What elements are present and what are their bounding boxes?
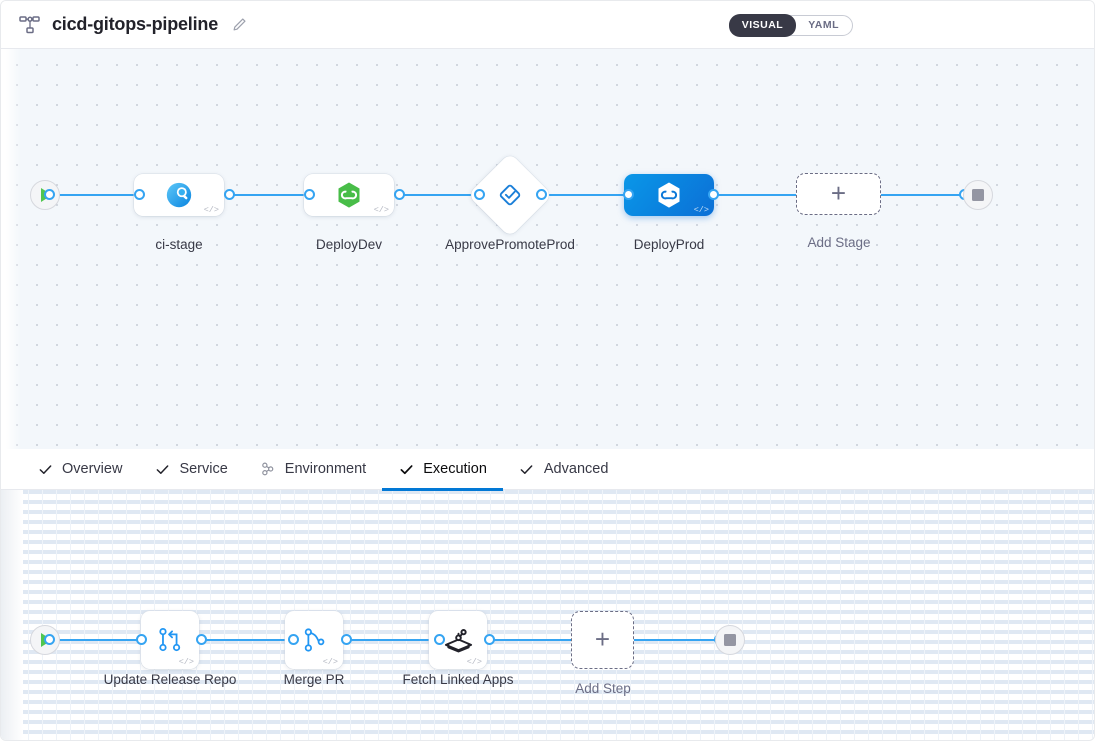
port-approve-in[interactable] <box>474 189 485 200</box>
pipeline-end-node[interactable] <box>963 180 993 210</box>
port-approve-out[interactable] <box>536 189 547 200</box>
stage-canvas[interactable]: </> ci-stage </> DeployDev ApprovePromot… <box>1 49 1095 449</box>
port-update-in[interactable] <box>136 634 147 645</box>
add-step-button[interactable]: + <box>571 611 634 669</box>
edge-ci-to-deploydev <box>229 194 309 196</box>
harness-hex-icon <box>654 180 684 210</box>
tab-service[interactable]: Service <box>138 449 243 490</box>
stage-label-deployprod: DeployProd <box>599 235 739 255</box>
port-fetch-out[interactable] <box>484 634 495 645</box>
port-update-out[interactable] <box>196 634 207 645</box>
port-ci-in[interactable] <box>134 189 145 200</box>
add-stage-button[interactable]: + <box>796 173 881 215</box>
ci-build-icon <box>164 180 194 210</box>
port-mergepr-in[interactable] <box>288 634 299 645</box>
plus-icon: + <box>831 180 846 206</box>
code-badge: </> <box>374 206 389 215</box>
stage-node-deploydev[interactable]: </> <box>304 174 394 216</box>
edge-approve-to-deployprod <box>541 194 633 196</box>
tab-overview[interactable]: Overview <box>21 449 138 490</box>
harness-hex-icon <box>334 180 364 210</box>
step-node-update-release-repo[interactable]: </> <box>141 611 199 669</box>
code-badge: </> <box>323 658 338 667</box>
page-title: cicd-gitops-pipeline <box>52 14 218 35</box>
port-ci-out[interactable] <box>224 189 235 200</box>
stage-label-approvepromoteprod: ApprovePromoteProd <box>444 235 576 255</box>
execution-end-node[interactable] <box>715 625 745 655</box>
stage-label-deploydev: DeployDev <box>279 235 419 255</box>
tab-advanced[interactable]: Advanced <box>503 449 625 490</box>
execution-canvas[interactable]: </> Update Release Repo </> Merge PR <box>1 490 1095 741</box>
git-branch-icon <box>155 625 185 655</box>
code-badge: </> <box>204 206 219 215</box>
pipeline-header: cicd-gitops-pipeline VISUAL YAML <box>1 1 1094 49</box>
tab-label: Advanced <box>544 461 609 477</box>
view-mode-toggle[interactable]: VISUAL YAML <box>729 15 853 36</box>
check-icon <box>519 461 535 477</box>
code-badge: </> <box>179 658 194 667</box>
edge-fetch-to-addstep <box>489 639 574 641</box>
edge-update-to-mergepr <box>201 639 293 641</box>
toggle-yaml[interactable]: YAML <box>795 15 852 36</box>
edge-start-to-update <box>49 639 141 641</box>
stop-icon <box>724 634 736 646</box>
stage-node-ci-stage[interactable]: </> <box>134 174 224 216</box>
step-label-update-release-repo: Update Release Repo <box>99 670 241 690</box>
port-start-out[interactable] <box>44 189 55 200</box>
check-icon <box>154 461 170 477</box>
port-fetch-in[interactable] <box>434 634 445 645</box>
add-stage-label: Add Stage <box>776 233 902 253</box>
pencil-edit-icon[interactable] <box>230 16 248 34</box>
edge-mergepr-to-fetch <box>349 639 441 641</box>
git-pull-request-icon <box>299 625 329 655</box>
step-label-merge-pr: Merge PR <box>253 670 375 690</box>
check-icon <box>398 461 414 477</box>
step-label-fetch-linked-apps: Fetch Linked Apps <box>397 670 519 690</box>
edge-deployprod-to-addstage <box>706 194 806 196</box>
port-deploydev-out[interactable] <box>394 189 405 200</box>
stage-node-deployprod[interactable]: </> <box>624 174 714 216</box>
environment-icon <box>260 461 276 477</box>
tab-label: Execution <box>423 461 487 477</box>
tab-label: Overview <box>62 461 122 477</box>
edge-deploydev-to-approve <box>399 194 479 196</box>
port-mergepr-out[interactable] <box>341 634 352 645</box>
pipeline-nodes-icon <box>17 12 43 38</box>
code-badge: </> <box>467 658 482 667</box>
tab-environment[interactable]: Environment <box>244 449 382 490</box>
edge-addstep-to-end <box>633 639 723 641</box>
tab-label: Service <box>179 461 227 477</box>
port-deployprod-out[interactable] <box>708 189 719 200</box>
add-step-label: Add Step <box>549 679 657 699</box>
harness-box-icon <box>442 624 475 657</box>
plus-icon: + <box>595 626 610 652</box>
edge-start-to-ci <box>49 194 139 196</box>
stage-label-ci-stage: ci-stage <box>109 235 249 255</box>
stage-config-tabs: Overview Service Environment <box>1 449 1095 490</box>
approval-check-icon <box>496 181 524 209</box>
port-deploydev-in[interactable] <box>304 189 315 200</box>
port-deployprod-in[interactable] <box>623 189 634 200</box>
tab-label: Environment <box>285 461 366 477</box>
toggle-visual[interactable]: VISUAL <box>729 14 797 37</box>
port-exec-start-out[interactable] <box>44 634 55 645</box>
tab-execution[interactable]: Execution <box>382 449 503 490</box>
check-icon <box>37 461 53 477</box>
stop-icon <box>972 189 984 201</box>
code-badge: </> <box>694 206 709 215</box>
